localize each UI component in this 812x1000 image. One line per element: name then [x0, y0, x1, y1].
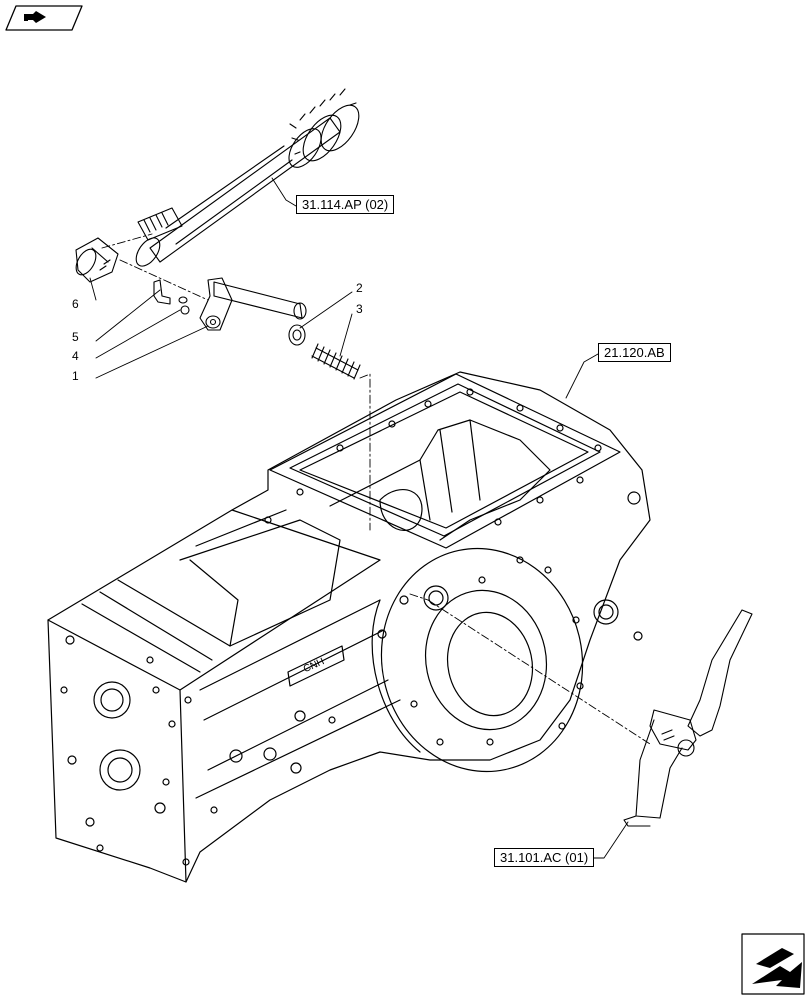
shaft-reference-box[interactable]: 31.114.AP (02) — [296, 195, 395, 214]
lever-reference-box[interactable]: 31.101.AC (01) — [494, 848, 595, 867]
washer-part — [288, 324, 306, 346]
leader-lines — [89, 177, 629, 859]
shaft-assembly — [135, 88, 360, 267]
spring-part — [311, 343, 361, 380]
callout-4: 4 — [72, 349, 79, 363]
pin-part — [153, 279, 190, 315]
previous-page-arrow-icon[interactable] — [741, 933, 805, 995]
sleeve-part — [75, 237, 119, 283]
callout-1: 1 — [72, 369, 79, 383]
lever-shaft-part — [199, 277, 307, 331]
callout-5: 5 — [72, 330, 79, 344]
transmission-housing — [47, 371, 651, 883]
clutch-lever-part — [623, 609, 753, 827]
housing-reference-box[interactable]: 21.120.AB — [598, 343, 671, 362]
callout-2: 2 — [356, 281, 363, 295]
callout-6: 6 — [72, 297, 79, 311]
callout-3: 3 — [356, 302, 363, 316]
housing-text: CNH — [302, 656, 326, 675]
assembly-lines — [101, 233, 651, 745]
book-with-arrow-icon[interactable] — [5, 5, 83, 31]
